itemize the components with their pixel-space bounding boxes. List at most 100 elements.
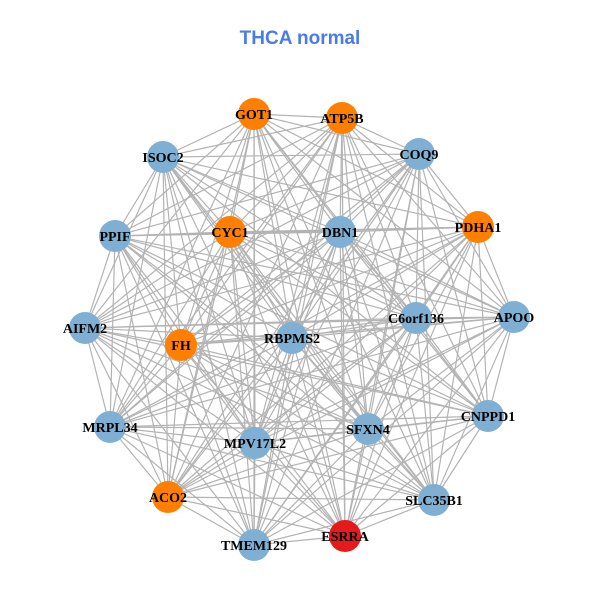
node-label: TMEM129 bbox=[221, 539, 287, 554]
node-label: ATP5B bbox=[320, 112, 363, 127]
edge-FH-TMEM129 bbox=[180, 344, 255, 546]
node-circle[interactable] bbox=[239, 427, 271, 459]
node-circle[interactable] bbox=[472, 400, 504, 432]
node-SFXN4[interactable]: SFXN4 bbox=[346, 413, 390, 445]
edge-DBN1-AIFM2 bbox=[84, 231, 341, 329]
edge-CYC1-AIFM2 bbox=[84, 231, 231, 329]
node-AIFM2[interactable]: AIFM2 bbox=[63, 312, 107, 344]
edge-COQ9-PPIF bbox=[114, 153, 420, 237]
edge-GOT1-ISOC2 bbox=[162, 113, 255, 158]
node-ATP5B[interactable]: ATP5B bbox=[320, 102, 364, 134]
node-MRPL34[interactable]: MRPL34 bbox=[82, 411, 138, 443]
node-circle[interactable] bbox=[403, 138, 435, 170]
node-circle[interactable] bbox=[462, 211, 494, 243]
node-DBN1[interactable]: DBN1 bbox=[322, 216, 359, 248]
edge-DBN1-TMEM129 bbox=[253, 231, 341, 546]
node-label: ISOC2 bbox=[142, 151, 183, 166]
edge-GOT1-PDHA1 bbox=[253, 113, 479, 228]
edge-FH-SLC35B1 bbox=[180, 344, 435, 501]
node-circle[interactable] bbox=[94, 411, 126, 443]
edge-PPIF-AIFM2 bbox=[84, 235, 116, 329]
edge-DBN1-C6orf136 bbox=[339, 231, 417, 319]
node-ISOC2[interactable]: ISOC2 bbox=[142, 141, 184, 173]
node-CYC1[interactable]: CYC1 bbox=[211, 216, 249, 248]
edge-DBN1-MRPL34 bbox=[109, 231, 341, 428]
node-label: RBPMS2 bbox=[264, 332, 320, 347]
edge-RBPMS2-ESRRA bbox=[291, 337, 346, 537]
node-circle[interactable] bbox=[69, 312, 101, 344]
node-FH[interactable]: FH bbox=[165, 329, 197, 361]
edge-DBN1-RBPMS2 bbox=[291, 231, 341, 339]
node-circle[interactable] bbox=[352, 413, 384, 445]
edge-C6orf136-CNPPD1 bbox=[415, 317, 489, 417]
edge-CYC1-MRPL34 bbox=[109, 231, 231, 428]
edge-GOT1-SFXN4 bbox=[253, 113, 369, 430]
edge-APOO-TMEM129 bbox=[253, 316, 515, 546]
edge-RBPMS2-ACO2 bbox=[167, 337, 293, 498]
node-GOT1[interactable]: GOT1 bbox=[235, 98, 273, 130]
edge-AIFM2-SFXN4 bbox=[84, 327, 369, 430]
edge-C6orf136-MRPL34 bbox=[109, 317, 417, 428]
node-circle[interactable] bbox=[147, 141, 179, 173]
edge-ATP5B-PPIF bbox=[114, 117, 343, 237]
node-circle[interactable] bbox=[324, 216, 356, 248]
node-APOO[interactable]: APOO bbox=[494, 301, 535, 333]
edge-FH-CNPPD1 bbox=[180, 344, 489, 417]
edge-FH-ACO2 bbox=[167, 344, 182, 498]
node-TMEM129[interactable]: TMEM129 bbox=[221, 529, 287, 561]
node-circle[interactable] bbox=[498, 301, 530, 333]
edge-C6orf136-SFXN4 bbox=[367, 317, 417, 430]
edge-PPIF-RBPMS2 bbox=[114, 235, 293, 339]
edge-ATP5B-ACO2 bbox=[167, 117, 343, 498]
edge-ATP5B-ISOC2 bbox=[162, 117, 343, 158]
edge-PPIF-FH bbox=[114, 235, 182, 346]
edge-ISOC2-MPV17L2 bbox=[162, 156, 256, 444]
node-circle[interactable] bbox=[329, 520, 361, 552]
node-circle[interactable] bbox=[400, 302, 432, 334]
edge-APOO-MRPL34 bbox=[109, 316, 515, 428]
edge-AIFM2-CNPPD1 bbox=[84, 327, 489, 417]
edge-AIFM2-ACO2 bbox=[84, 327, 169, 498]
node-circle[interactable] bbox=[165, 329, 197, 361]
edge-ATP5B-APOO bbox=[341, 117, 515, 318]
edge-AIFM2-SLC35B1 bbox=[84, 327, 435, 501]
node-label: FH bbox=[171, 339, 191, 354]
node-circle[interactable] bbox=[238, 529, 270, 561]
edge-ACO2-SLC35B1 bbox=[167, 496, 435, 501]
edge-PDHA1-AIFM2 bbox=[84, 226, 479, 329]
node-circle[interactable] bbox=[276, 322, 308, 354]
node-label: ESRRA bbox=[321, 530, 369, 545]
node-MPV17L2[interactable]: MPV17L2 bbox=[224, 427, 286, 459]
edge-MRPL34-CNPPD1 bbox=[109, 415, 489, 428]
node-PPIF[interactable]: PPIF bbox=[99, 220, 131, 252]
node-RBPMS2[interactable]: RBPMS2 bbox=[264, 322, 320, 354]
edge-GOT1-PPIF bbox=[114, 113, 255, 237]
node-circle[interactable] bbox=[152, 481, 184, 513]
node-label: APOO bbox=[494, 311, 535, 326]
node-ACO2[interactable]: ACO2 bbox=[149, 481, 187, 513]
edge-ATP5B-CYC1 bbox=[229, 117, 343, 233]
edge-GOT1-CNPPD1 bbox=[253, 113, 489, 417]
node-SLC35B1[interactable]: SLC35B1 bbox=[405, 484, 463, 516]
edge-APOO-CNPPD1 bbox=[487, 316, 515, 417]
node-COQ9[interactable]: COQ9 bbox=[400, 138, 439, 170]
node-ESRRA[interactable]: ESRRA bbox=[321, 520, 370, 552]
node-C6orf136[interactable]: C6orf136 bbox=[388, 302, 444, 334]
edge-C6orf136-SLC35B1 bbox=[415, 317, 435, 501]
node-circle[interactable] bbox=[214, 216, 246, 248]
edge-RBPMS2-C6orf136 bbox=[291, 317, 417, 339]
edge-ATP5B-C6orf136 bbox=[341, 117, 417, 319]
node-circle[interactable] bbox=[326, 102, 358, 134]
edge-AIFM2-TMEM129 bbox=[84, 327, 255, 546]
edge-PPIF-APOO bbox=[114, 235, 515, 318]
node-circle[interactable] bbox=[238, 98, 270, 130]
edge-COQ9-RBPMS2 bbox=[291, 153, 420, 339]
edge-COQ9-FH bbox=[180, 153, 420, 346]
node-PDHA1[interactable]: PDHA1 bbox=[455, 211, 502, 243]
node-CNPPD1[interactable]: CNPPD1 bbox=[461, 400, 515, 432]
node-circle[interactable] bbox=[99, 220, 131, 252]
edge-SFXN4-ACO2 bbox=[167, 428, 369, 498]
node-circle[interactable] bbox=[418, 484, 450, 516]
